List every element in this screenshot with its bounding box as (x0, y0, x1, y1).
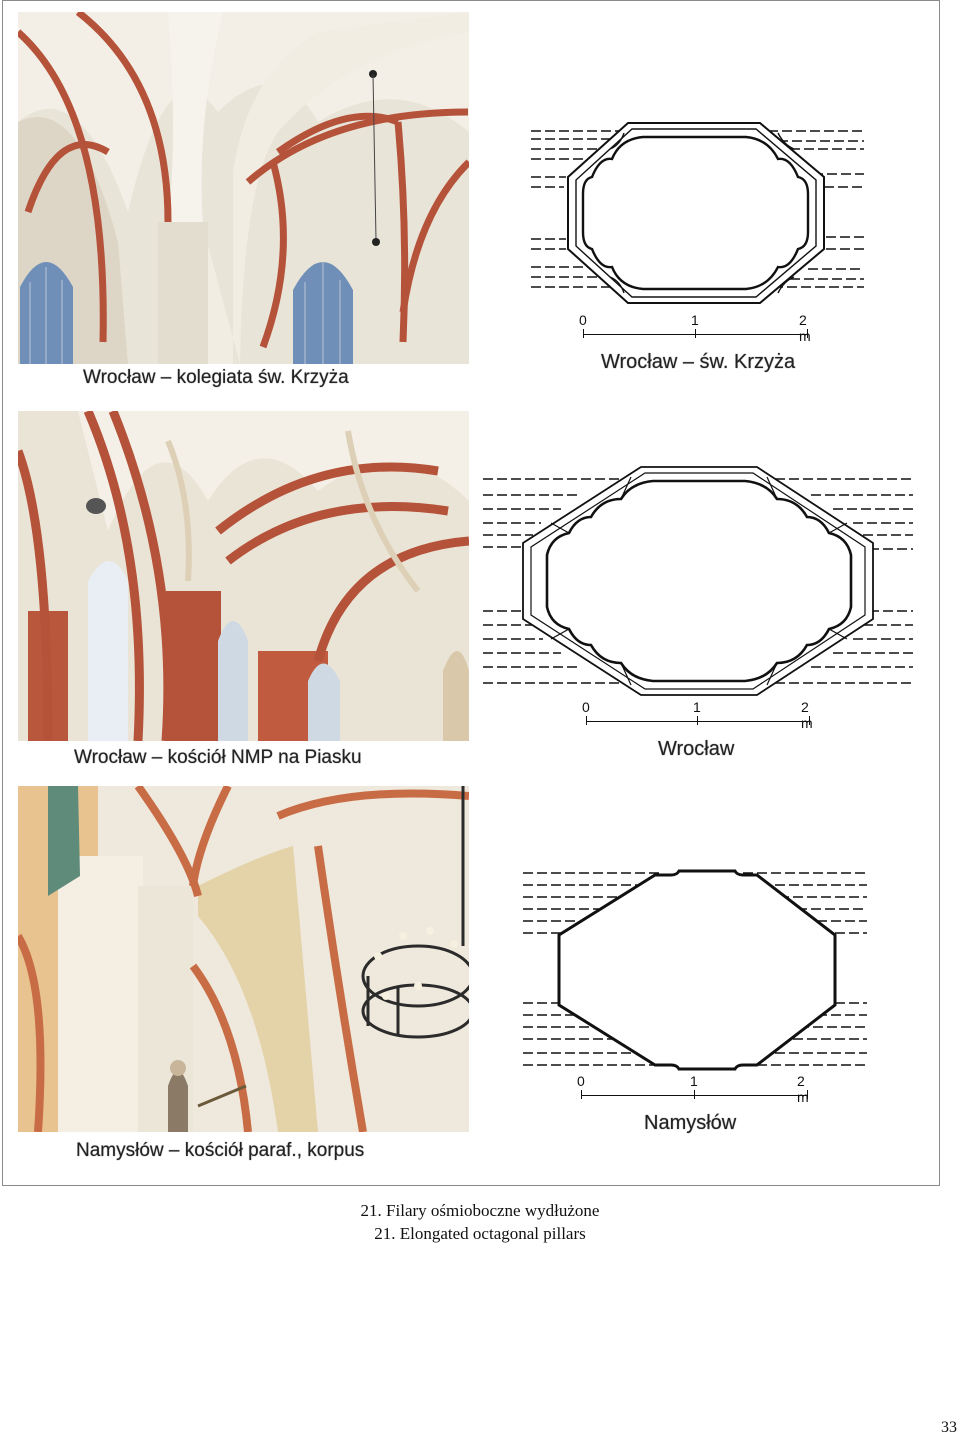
scale-label-2m: 2 m (799, 312, 811, 344)
page-number: 33 (941, 1419, 957, 1436)
figure-plate: Wrocław – kolegiata św. Krzyża 0 1 2 m W… (2, 0, 940, 1186)
scale-label-2m: 2 m (797, 1073, 809, 1105)
scale-label-1: 1 (690, 1073, 698, 1089)
photo-caption: Wrocław – kolegiata św. Krzyża (83, 367, 349, 388)
scale-label-2m: 2 m (801, 699, 813, 731)
photo-namyslow-kosciol-paraf (18, 786, 469, 1132)
scale-label-1: 1 (691, 312, 699, 328)
plan-caption: Wrocław (658, 738, 735, 760)
scale-label-1: 1 (693, 699, 701, 715)
photo-kosciol-nmp-na-piasku (18, 411, 469, 741)
scale-label-0: 0 (582, 699, 590, 715)
photo-kolegiata-sw-krzyza (18, 12, 469, 364)
scale-label-0: 0 (579, 312, 587, 328)
plan-caption: Wrocław – św. Krzyża (601, 351, 796, 373)
photo-caption: Wrocław – kościół NMP na Piasku (74, 747, 362, 768)
wall-hatching (523, 872, 867, 1066)
scale-label-0: 0 (577, 1073, 585, 1089)
wall-hatching (483, 478, 913, 684)
plan-caption: Namysłów (644, 1112, 737, 1134)
figure-caption-polish: 21. Filary ośmioboczne wydłużone (360, 1201, 600, 1220)
photo-caption: Namysłów – kościół paraf., korpus (76, 1140, 365, 1161)
chandelier (361, 786, 469, 1039)
pillar-plan-sw-krzyza (528, 119, 868, 309)
pillar-plan-wroclaw (481, 463, 916, 699)
figure-caption-english: 21. Elongated octagonal pillars (374, 1224, 586, 1243)
pillar-plan-namyslow (521, 865, 869, 1077)
